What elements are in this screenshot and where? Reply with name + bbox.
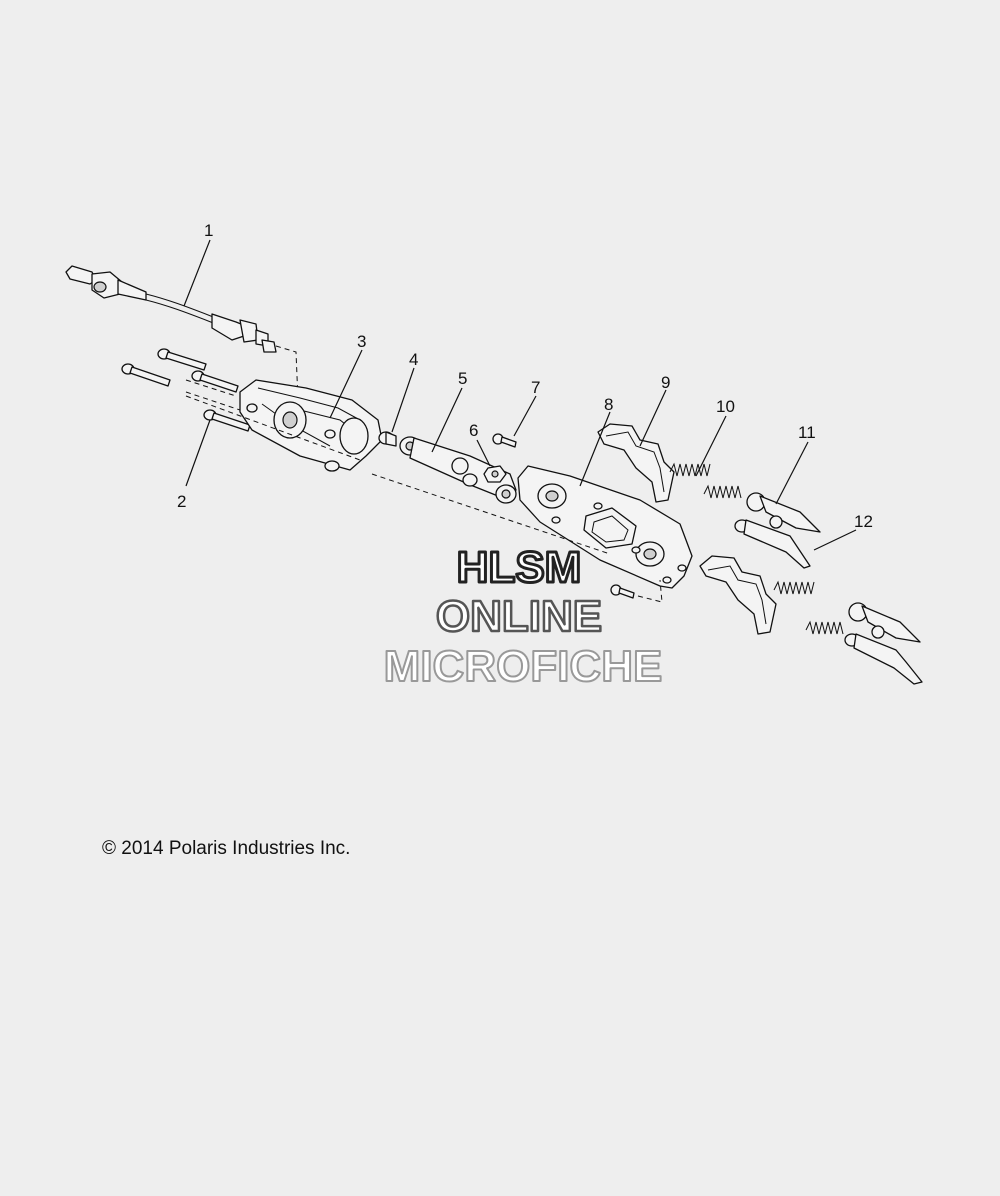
callout-9: 9 — [661, 373, 670, 392]
alignment-line — [371, 473, 611, 555]
callout-5: 5 — [458, 369, 467, 388]
watermark: HLSM ONLINE MICROFICHE — [383, 542, 664, 693]
part-4-bushing[interactable] — [378, 431, 397, 447]
watermark-line-2: ONLINE — [436, 592, 602, 641]
watermark-line-1: HLSM — [457, 543, 582, 592]
part-11-clips[interactable] — [746, 492, 921, 643]
part-10-springs[interactable] — [669, 462, 844, 635]
copyright-text: © 2014 Polaris Industries Inc. — [102, 838, 351, 859]
callout-11: 11 — [798, 423, 816, 442]
callout-12: 12 — [854, 512, 873, 531]
callout-6: 6 — [469, 421, 478, 440]
part-2-bolts[interactable] — [121, 348, 251, 432]
part-8-plate[interactable] — [517, 465, 693, 603]
leader-lines — [183, 239, 857, 551]
watermark-line-3: MICROFICHE — [384, 642, 663, 691]
callout-7: 7 — [531, 378, 540, 397]
callout-10: 10 — [716, 397, 735, 416]
callout-3: 3 — [357, 332, 366, 351]
part-7-bolt[interactable] — [492, 433, 517, 448]
callout-labels: 1 2 3 4 5 6 7 8 9 10 11 12 — [177, 221, 873, 531]
part-5-lever-arm[interactable] — [399, 436, 517, 504]
callout-4: 4 — [409, 350, 418, 369]
part-12-brackets[interactable] — [734, 519, 923, 685]
callout-2: 2 — [177, 492, 186, 511]
callout-8: 8 — [604, 395, 613, 414]
callout-1: 1 — [204, 221, 213, 240]
part-3-housing[interactable] — [239, 379, 383, 472]
part-1-cable[interactable] — [65, 265, 299, 401]
part-9-gaskets[interactable] — [597, 423, 777, 635]
alignment-line — [185, 395, 361, 461]
part-6-nut[interactable] — [483, 465, 507, 483]
